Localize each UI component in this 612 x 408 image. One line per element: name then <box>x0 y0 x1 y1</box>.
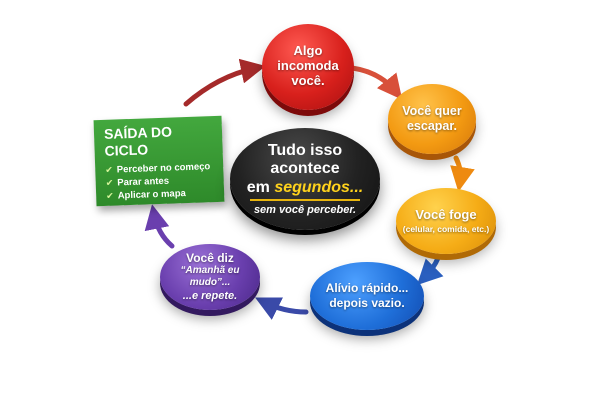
step-title: Você diz <box>186 251 234 265</box>
center-line-2: acontece <box>270 159 340 177</box>
center-message: Tudo isso acontece em segundos... sem vo… <box>230 128 380 230</box>
step-title: Você foge <box>415 207 477 222</box>
step-line: incomoda <box>277 57 339 73</box>
arrow-orange-to-yellow <box>450 155 475 192</box>
center-line-3: em segundos... <box>247 178 363 197</box>
center-underline <box>250 198 360 201</box>
step-you-say-tomorrow: Você diz “Amanhã eu mudo”... ...e repete… <box>160 244 260 310</box>
step-line: Você quer <box>402 104 462 118</box>
exit-item: ✔ Aplicar o mapa <box>106 186 216 203</box>
step-line: Alívio rápido... <box>325 281 409 295</box>
check-icon: ✔ <box>106 190 114 201</box>
step-quick-relief: Alívio rápido... depois vazio. <box>310 262 424 330</box>
step-you-flee: Você foge (celular, comida, etc.) <box>396 188 496 254</box>
center-line-4: sem você perceber. <box>253 203 357 216</box>
arrow-exit-to-red <box>183 58 266 107</box>
center-line-1: Tudo isso <box>267 141 343 159</box>
check-icon: ✔ <box>105 177 114 188</box>
step-line: você. <box>291 72 325 88</box>
step-something-bothers-you: Algo incomoda você. <box>262 24 354 110</box>
step-want-to-escape: Você quer escapar. <box>388 84 476 154</box>
exit-cycle-title: SAÍDA DO CICLO <box>103 123 173 159</box>
arrow-purple-to-exit <box>144 204 175 249</box>
step-line: depois vazio. <box>329 296 405 310</box>
exit-item-label: Aplicar o mapa <box>117 188 187 202</box>
step-quote: “Amanhã eu mudo”... <box>180 265 240 288</box>
arrow-blue-to-purple <box>255 297 309 320</box>
arrow-yellow-to-blue <box>416 255 444 286</box>
check-icon: ✔ <box>105 164 113 175</box>
arrow-red-to-orange <box>349 65 403 100</box>
exit-cycle-card: SAÍDA DO CICLO ✔ Perceber no começo ✔ Pa… <box>93 115 225 207</box>
step-line: Algo <box>293 42 323 58</box>
step-line: escapar. <box>406 119 458 133</box>
center-line-3-prefix: em <box>246 178 275 196</box>
step-detail: (celular, comida, etc.) <box>402 224 490 234</box>
step-tail: ...e repete. <box>182 290 238 302</box>
center-highlight: segundos... <box>274 178 364 196</box>
